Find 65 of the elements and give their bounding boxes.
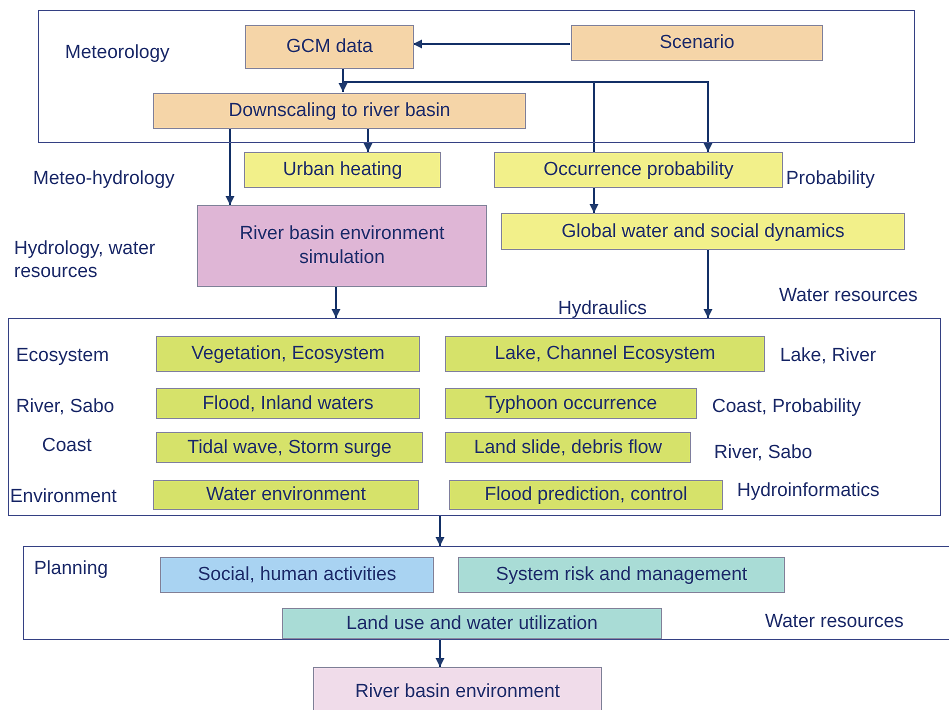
process-box — [501, 213, 905, 250]
side-label: Meteo-hydrology — [33, 168, 175, 191]
box-label: System risk and management — [496, 563, 748, 587]
process-box — [197, 205, 487, 287]
process-box — [445, 336, 765, 372]
process-box — [449, 480, 723, 510]
box-label: Scenario — [660, 31, 734, 55]
arrow — [436, 516, 444, 546]
side-label: Environment — [10, 486, 117, 509]
box-label: Occurrence probability — [543, 158, 734, 182]
box-label: Water environment — [206, 483, 366, 507]
box-label: Land slide, debris flow — [474, 436, 662, 460]
side-label: Hydraulics — [558, 298, 647, 321]
process-box — [156, 432, 423, 463]
side-label: Coast — [42, 435, 92, 458]
side-label: River, Sabo — [16, 396, 114, 419]
box-label: River basin environment simulation — [238, 222, 446, 270]
process-box — [458, 557, 785, 593]
process-box — [244, 152, 441, 188]
side-label: Water resources — [779, 285, 918, 308]
arrow — [332, 287, 340, 318]
box-label: River basin environment — [355, 680, 560, 704]
process-box — [156, 336, 420, 372]
group-frame — [38, 10, 915, 143]
group-heading: Meteorology — [65, 41, 170, 65]
side-label: Coast, Probability — [712, 396, 861, 419]
box-label: GCM data — [286, 35, 373, 59]
box-label: Urban heating — [282, 158, 402, 182]
box-label: Downscaling to river basin — [228, 99, 450, 123]
process-box — [156, 388, 420, 419]
side-label: Lake, River — [780, 345, 876, 368]
side-label: Ecosystem — [16, 345, 109, 368]
box-label: Flood prediction, control — [484, 483, 688, 507]
process-box — [153, 480, 419, 510]
process-box — [282, 608, 662, 639]
box-label: Land use and water utilization — [346, 612, 598, 636]
process-box — [313, 667, 602, 710]
arrow — [364, 128, 372, 152]
side-label: Hydrology, water resources — [14, 238, 156, 284]
process-box — [445, 388, 697, 419]
process-box — [160, 557, 434, 593]
box-label: Global water and social dynamics — [561, 220, 845, 244]
process-box — [494, 152, 783, 188]
box-label: Tidal wave, Storm surge — [187, 436, 392, 460]
arrow — [413, 40, 570, 48]
side-label: Hydroinformatics — [737, 480, 880, 503]
process-box — [445, 432, 691, 463]
box-label: Typhoon occurrence — [484, 392, 658, 416]
arrow — [590, 188, 598, 213]
side-label: Water resources — [765, 611, 904, 634]
box-label: Lake, Channel Ecosystem — [494, 342, 716, 366]
box-label: Vegetation, Ecosystem — [191, 342, 385, 366]
arrow — [436, 640, 444, 667]
box-label: Flood, Inland waters — [202, 392, 374, 416]
group-heading: Planning — [34, 557, 108, 581]
side-label: River, Sabo — [714, 442, 812, 465]
side-label: Probability — [786, 168, 875, 191]
group-frame — [8, 318, 941, 516]
process-box — [153, 93, 526, 129]
group-frame — [23, 546, 949, 640]
arrow — [704, 250, 712, 318]
arrow — [226, 128, 234, 205]
process-box — [245, 25, 414, 69]
process-box — [571, 25, 823, 61]
box-label: Social, human activities — [198, 563, 396, 587]
